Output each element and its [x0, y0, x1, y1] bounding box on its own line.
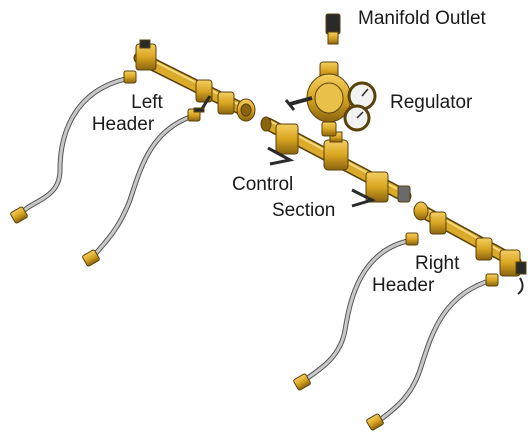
- left-header-label-line1: Left: [131, 92, 163, 113]
- hose-top-fitting-4: [485, 273, 499, 287]
- hose-top-fitting-1: [123, 70, 137, 84]
- hose-fitting-right-1: [293, 373, 311, 391]
- hoses: [17, 75, 495, 426]
- hose-end-fittings: [10, 70, 499, 431]
- hose-top-fitting-3: [405, 232, 419, 246]
- right-header-label-line1: Right: [415, 253, 460, 274]
- regulator-label: Regulator: [390, 92, 473, 113]
- hose-fitting-right-2: [366, 413, 384, 431]
- manifold-outlet-label: Manifold Outlet: [358, 8, 486, 29]
- control-section-label-line1: Control: [232, 174, 294, 195]
- right-hose-2: [373, 277, 495, 426]
- left-header-label-line2: Header: [91, 114, 155, 135]
- hose-fitting-left-1: [10, 206, 28, 224]
- left-hose-2: [89, 113, 196, 261]
- control-valve-right: [365, 171, 389, 203]
- right-hose-1: [299, 237, 415, 385]
- control-center-tee: [323, 139, 349, 171]
- control-valve-left: [275, 123, 299, 155]
- right-header-label-line2: Header: [372, 275, 435, 296]
- control-section-label-line2: Section: [272, 200, 336, 221]
- left-hose-1: [17, 75, 133, 218]
- left-header-assembly: [133, 39, 256, 122]
- hose-fitting-left-2: [82, 249, 100, 267]
- right-header-assembly: [413, 201, 527, 295]
- regulator-assembly: [284, 13, 377, 137]
- manifold-outlet-cap: [325, 13, 341, 35]
- control-section-assembly: [260, 116, 412, 208]
